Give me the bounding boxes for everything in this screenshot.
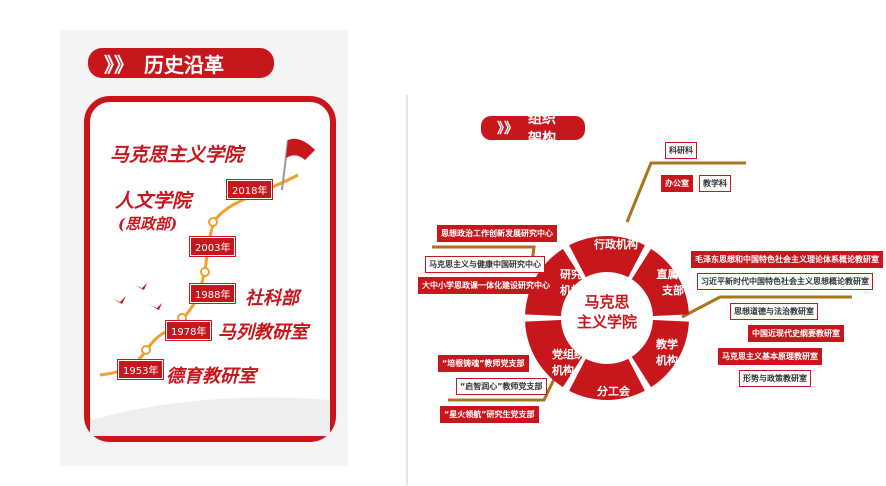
org-unit: 教学科 [699,175,731,192]
stage-year: 1988年 [190,284,236,303]
donut-sector [525,248,584,317]
sector-label[interactable]: 研究机构 [560,268,582,297]
org-unit: 中国近现代史纲要教研室 [748,325,844,342]
org-title-banner: 》》 组织架构 [481,111,585,147]
stage-year: 1978年 [166,321,212,340]
center-circle [561,272,653,364]
org-unit: 毛泽东思想和中国特色社会主义理论体系概论教研室 [691,251,883,268]
sector-label[interactable]: 党组织机构 [552,348,585,377]
org-unit: 大中小学思政课一体化建设研究中心 [418,277,554,294]
org-unit: “星火领航”研究生党支部 [440,406,539,423]
timeline-node [141,345,151,355]
center-line: 马克思 [584,293,630,311]
donut-sector [569,357,645,401]
org-unit: “培根铸魂”教师党支部 [438,355,529,372]
flag-icon [281,138,315,191]
stage-name: 社科部 [245,288,299,309]
chevron-icon: 》》 [104,52,134,77]
timeline-node [208,217,218,227]
divider [406,95,408,485]
sector-label[interactable]: 分工会 [597,385,630,398]
org-unit: 办公室 [661,175,693,192]
stage-sub: (思政部) [118,215,178,233]
stage-name: 德育教研室 [166,366,256,387]
donut-sector [525,319,584,388]
stage-year: 2003年 [190,237,236,256]
stage-name: 马克思主义学院 [110,144,244,166]
center-line: 主义学院 [576,313,637,331]
donut-sector [630,319,689,388]
donut-sector [630,248,689,317]
history-title-banner: 》》 历史沿革 [88,48,274,78]
org-unit: 习近平新时代中国特色社会主义思想概论教研室 [697,273,873,290]
stage-year: 2018年 [227,180,273,199]
stage-name: 马列教研室 [218,322,308,343]
org-donut [525,235,689,401]
org-unit: 科研科 [665,142,697,159]
org-unit: 思想道德与法治教研室 [730,303,818,320]
chevron-icon: 》》 [497,121,518,137]
timeline-node [200,267,210,277]
birds-icon [112,283,162,310]
org-unit: 马克思主义与健康中国研究中心 [425,256,545,273]
stage-year: 1953年 [118,360,164,379]
org-title: 组织架构 [528,111,556,147]
card-swoosh [90,397,330,436]
history-title: 历史沿革 [144,52,224,77]
donut-sector [569,235,645,279]
sector-label[interactable]: 直属团支部 [656,268,690,297]
org-center: 马克思主义学院 [567,292,647,332]
org-unit: 马克思主义基本原理教研室 [718,348,822,365]
org-unit: “启智润心”教师党支部 [456,378,547,395]
timeline-svg [90,138,330,436]
sector-label[interactable]: 行政机构 [594,238,638,251]
stage-name: 人文学院 [115,190,192,212]
org-unit: 思想政治工作创新发展研究中心 [437,225,557,242]
org-unit: 形势与政策教研室 [739,370,811,387]
sector-label[interactable]: 教学机构 [656,338,678,367]
